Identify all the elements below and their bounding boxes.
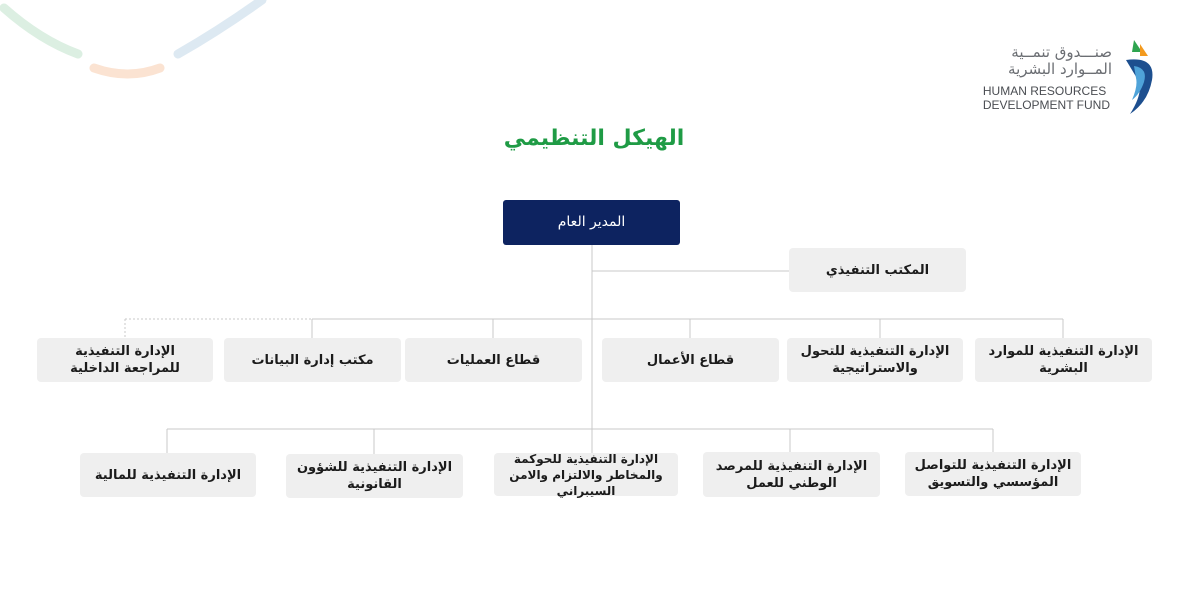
decor-arc-green xyxy=(0,3,83,59)
tier2-box-data-office: مكتب إدارة البيانات xyxy=(224,338,401,382)
decor-arc-blue xyxy=(173,0,267,59)
tier2-box-internal-audit: الإدارة التنفيذية للمراجعة الداخلية xyxy=(37,338,213,382)
logo-ar-line2: المــوارد البشرية xyxy=(1008,60,1112,78)
decor-arc-orange xyxy=(89,63,165,79)
logo-arabic-name: صنـــدوق تنمــية المــوارد البشرية xyxy=(1008,44,1112,78)
hrdf-emblem-icon xyxy=(1126,40,1153,114)
page-title: الهيكل التنظيمي xyxy=(503,126,685,151)
hrdf-logo: صنـــدوق تنمــية المــوارد البشرية HUMAN… xyxy=(980,34,1160,118)
logo-english-name: HUMAN RESOURCES DEVELOPMENT FUND xyxy=(983,84,1110,112)
tier3-box-communication-marketing: الإدارة التنفيذية للتواصل المؤسسي والتسو… xyxy=(905,452,1081,496)
tier3-box-labor-observatory: الإدارة التنفيذية للمرصد الوطني للعمل xyxy=(703,452,880,497)
tier2-box-operations-sector: قطاع العمليات xyxy=(405,338,582,382)
logo-en-line2: DEVELOPMENT FUND xyxy=(982,98,1110,112)
tier3-box-governance-risk: الإدارة التنفيذية للحوكمة والمخاطر والال… xyxy=(494,452,678,498)
executive-office-box: المكتب التنفيذي xyxy=(789,248,966,292)
tier2-box-hr: الإدارة التنفيذية للموارد البشرية xyxy=(975,338,1152,382)
decorative-arcs xyxy=(0,0,267,79)
tier2-box-transformation-strategy: الإدارة التنفيذية للتحول والاستراتيجية xyxy=(787,338,963,382)
logo-ar-line1: صنـــدوق تنمــية xyxy=(1011,43,1112,61)
tier3-box-finance: الإدارة التنفيذية للمالية xyxy=(80,453,256,497)
ceo-box: المدير العام xyxy=(503,200,680,245)
tier3-box-legal-affairs: الإدارة التنفيذية للشؤون القانونية xyxy=(286,454,463,498)
logo-en-line1: HUMAN RESOURCES xyxy=(982,84,1107,98)
tier2-box-business-sector: قطاع الأعمال xyxy=(602,338,779,382)
